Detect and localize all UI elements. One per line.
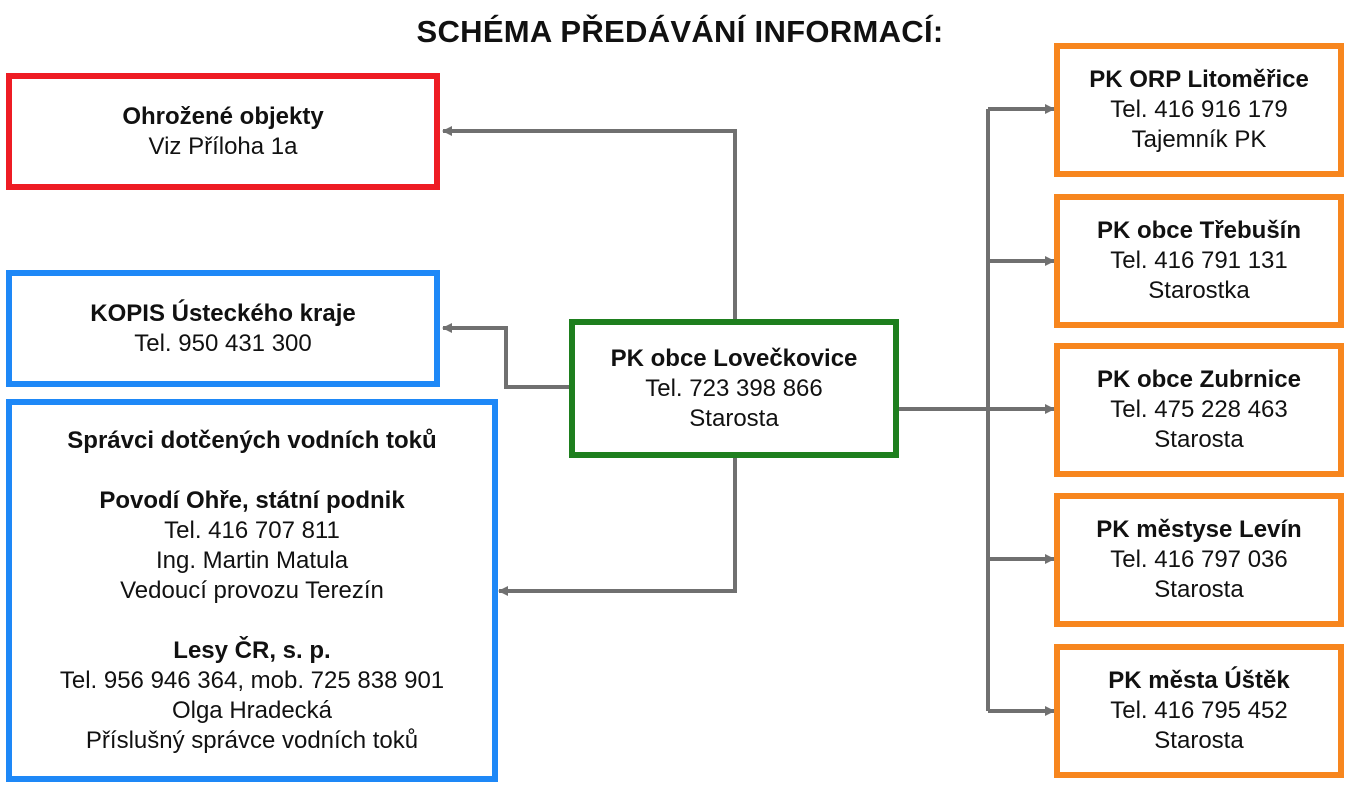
water-org2-role: Příslušný správce vodních toků bbox=[85, 726, 419, 754]
diagram-title: SCHÉMA PŘEDÁVÁNÍ INFORMACÍ: bbox=[416, 14, 944, 49]
arrow-to-kopis bbox=[442, 323, 572, 389]
right-2-tel: Tel. 416 791 131 bbox=[1110, 247, 1288, 274]
right-1-name: PK ORP Litoměřice bbox=[1089, 66, 1309, 93]
water-org1-person: Ing. Martin Matula bbox=[155, 546, 349, 574]
right-1-tel: Tel. 416 916 179 bbox=[1110, 96, 1288, 123]
water-org1-tel: Tel. 416 707 811 bbox=[164, 516, 340, 544]
right-4-role: Starosta bbox=[1154, 576, 1244, 603]
right-3-role: Starosta bbox=[1154, 426, 1244, 453]
arrow-to-water bbox=[498, 457, 737, 596]
right-box-2: PK obce Třebušín Tel. 416 791 131 Staros… bbox=[1054, 194, 1344, 328]
threatened-name: Ohrožené objekty bbox=[122, 102, 324, 130]
threatened-objects-box: Ohrožené objekty Viz Příloha 1a bbox=[6, 73, 440, 190]
water-org2-tel: Tel. 956 946 364, mob. 725 838 901 bbox=[59, 666, 445, 694]
water-managers-box: Správci dotčených vodních toků Povodí Oh… bbox=[6, 399, 498, 782]
water-heading: Správci dotčených vodních toků bbox=[67, 426, 437, 454]
threatened-note: Viz Příloha 1a bbox=[148, 132, 298, 160]
kopis-name: KOPIS Ústeckého kraje bbox=[90, 299, 356, 327]
center-box: PK obce Lovečkovice Tel. 723 398 866 Sta… bbox=[569, 319, 899, 458]
arrow-to-threatened bbox=[442, 126, 737, 320]
water-org2-person: Olga Hradecká bbox=[171, 696, 333, 724]
water-org1-name: Povodí Ohře, státní podnik bbox=[99, 486, 405, 514]
center-role: Starosta bbox=[689, 404, 779, 432]
right-1-role: Tajemník PK bbox=[1131, 126, 1267, 153]
right-box-3: PK obce Zubrnice Tel. 475 228 463 Staros… bbox=[1054, 343, 1344, 477]
right-3-name: PK obce Zubrnice bbox=[1096, 366, 1302, 393]
right-4-tel: Tel. 416 797 036 bbox=[1110, 546, 1288, 573]
right-5-tel: Tel. 416 795 452 bbox=[1110, 697, 1288, 724]
kopis-box: KOPIS Ústeckého kraje Tel. 950 431 300 bbox=[6, 270, 440, 387]
right-2-role: Starostka bbox=[1148, 277, 1250, 304]
right-3-tel: Tel. 475 228 463 bbox=[1110, 396, 1288, 423]
right-box-5: PK města Úštěk Tel. 416 795 452 Starosta bbox=[1054, 644, 1344, 778]
kopis-tel: Tel. 950 431 300 bbox=[134, 329, 312, 357]
right-5-name: PK města Úštěk bbox=[1108, 667, 1290, 694]
center-name: PK obce Lovečkovice bbox=[610, 344, 858, 372]
right-box-4: PK městyse Levín Tel. 416 797 036 Staros… bbox=[1054, 493, 1344, 627]
right-2-name: PK obce Třebušín bbox=[1096, 217, 1302, 244]
right-box-1: PK ORP Litoměřice Tel. 416 916 179 Tajem… bbox=[1054, 43, 1344, 177]
water-org1-role: Vedoucí provozu Terezín bbox=[120, 576, 384, 604]
right-5-role: Starosta bbox=[1154, 727, 1244, 754]
center-tel: Tel. 723 398 866 bbox=[645, 374, 823, 402]
right-4-name: PK městyse Levín bbox=[1096, 516, 1302, 543]
water-org2-name: Lesy ČR, s. p. bbox=[173, 636, 331, 664]
